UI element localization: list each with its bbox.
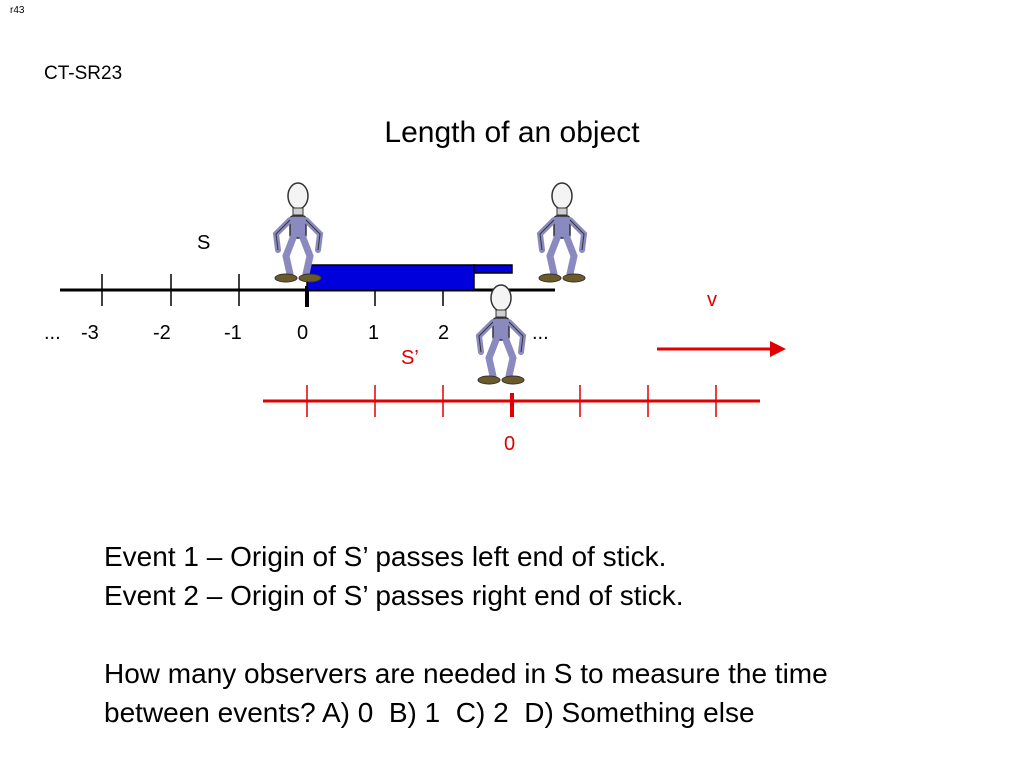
tick-label: -1: [224, 322, 242, 344]
event-line: Event 1 – Origin of S’ passes left end o…: [104, 541, 667, 572]
slide-title: Length of an object: [384, 116, 640, 149]
robot-observer-icon: [539, 183, 585, 282]
tick-label: 0: [297, 322, 309, 344]
tick-label: 1: [368, 322, 380, 344]
slide-body: Event 1 – Origin of S’ passes left end o…: [104, 537, 828, 732]
question-line: between events? A) 0 B) 1 C) 2 D) Someth…: [104, 697, 755, 728]
corner-label: r43: [10, 5, 25, 16]
frame-s-prime-label: S’: [401, 347, 419, 369]
velocity-arrowhead: [770, 341, 786, 357]
frame-s-prime-ticks: [306, 385, 717, 417]
tick-label: 2: [438, 322, 450, 344]
velocity-label: v: [707, 289, 717, 311]
stick-end: [473, 264, 513, 274]
robot-observer-icon: [478, 285, 524, 384]
spacer: [104, 615, 828, 654]
tick-label: -3: [81, 322, 99, 344]
stick: [306, 264, 475, 291]
tick-label: ...: [44, 322, 61, 344]
slide-code: CT-SR23: [44, 63, 123, 84]
question-line: How many observers are needed in S to me…: [104, 658, 828, 689]
tick-label: -2: [153, 322, 171, 344]
tick-label: ...: [532, 322, 549, 344]
event-line: Event 2 – Origin of S’ passes right end …: [104, 580, 684, 611]
frame-s-prime-origin-label: 0: [504, 433, 516, 455]
frame-s-label: S: [197, 232, 211, 254]
